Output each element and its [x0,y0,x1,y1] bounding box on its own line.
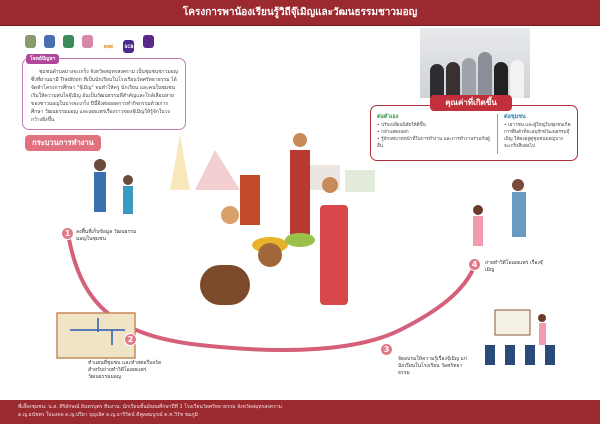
logo-scb: SCB [123,40,135,53]
step-3-text: จัดอบรมให้ความรู้เรื่องจุ๊เมิญ แก่นักเรี… [398,356,467,376]
logo-2 [44,35,56,48]
footer-line-1: พี่เลี้ยงชุมชน: น.ส. ศิริลักษณ์ อินทรบุต… [18,404,282,410]
footer-line-2: ด.ญ.ธนัชพร ใจมงคล ด.ญ.ปรียา บุญเลิศ ด.ญ.… [18,411,198,418]
step-1-text: ลงพื้นที่เก็บข้อมูล วัฒนธรรมมอญในชุมชน [76,229,137,242]
logo-1 [25,35,36,48]
step3-illustration [485,309,555,365]
benefit-item: • ปรับเปลี่ยนนิสัยให้ดีขึ้น [377,123,426,128]
benefit-item: • รู้จักบทบาทหน้าที่ในการทำงาน และการทำง… [377,137,490,149]
process-title: กระบวนการทำงาน [25,135,101,151]
benefits-title: คุณค่าที่เกิดขึ้น [430,95,512,111]
logo-4 [82,35,94,48]
team-photo [420,28,530,98]
step-2-number: 2 [124,333,137,346]
divider [497,114,498,154]
footer-credits: พี่เลี้ยงชุมชน: น.ส. ศิริลักษณ์ อินทรบุต… [0,400,600,424]
problem-text: ชุมชนตำบลบางจะเกร็ง จังหวัดสมุทรสงคราม เ… [31,69,178,123]
step-3-number: 3 [380,343,393,356]
step-4-number: 4 [468,258,481,271]
problem-box: ชุมชนตำบลบางจะเกร็ง จังหวัดสมุทรสงคราม เ… [22,58,186,130]
logo-7 [142,35,154,48]
problem-tag: โจทย์ปัญหา [26,54,60,64]
header-bar: โครงการพาน้องเรียนรู้วิถีจุ๊เมิญและวัฒนธ… [0,0,600,26]
page-title: โครงการพาน้องเรียนรู้วิถีจุ๊เมิญและวัฒนธ… [182,7,418,18]
logo-3 [63,35,75,48]
step-4-text: ถ่ายทำวิดีโอเผยแพร่ เรื่องจุ๊เมิญ [485,260,543,273]
step2-map-illustration [56,312,136,359]
benefit-item: • กล้าแสดงออก [377,130,409,135]
benefits-community: ต่อชุมชน • เยาวชน และผู้ใหญ่ในชุมชนเกิดก… [504,114,574,150]
step-2-text: ทำแผนที่ชุมชน และทำสตอรี่บอร์ด สำหรับถ่า… [88,360,162,380]
benefits-community-heading: ต่อชุมชน [504,114,526,120]
sponsor-logos: สสส SCB [25,33,157,54]
process-path [66,233,477,352]
people-illustration [200,133,348,305]
step1-illustration [94,159,133,214]
step4-illustration [473,179,526,246]
benefits-self: ต่อตัวเอง • ปรับเปลี่ยนนิสัยให้ดีขึ้น • … [377,114,495,150]
logo-sss: สสส [101,41,116,54]
benefits-self-heading: ต่อตัวเอง [377,114,399,120]
benefit-item: • เยาวชน และผู้ใหญ่ในชุมชนเกิดการตื่นตัว… [504,123,571,149]
step-1-number: 1 [61,227,74,240]
temple-illustration [170,135,375,192]
